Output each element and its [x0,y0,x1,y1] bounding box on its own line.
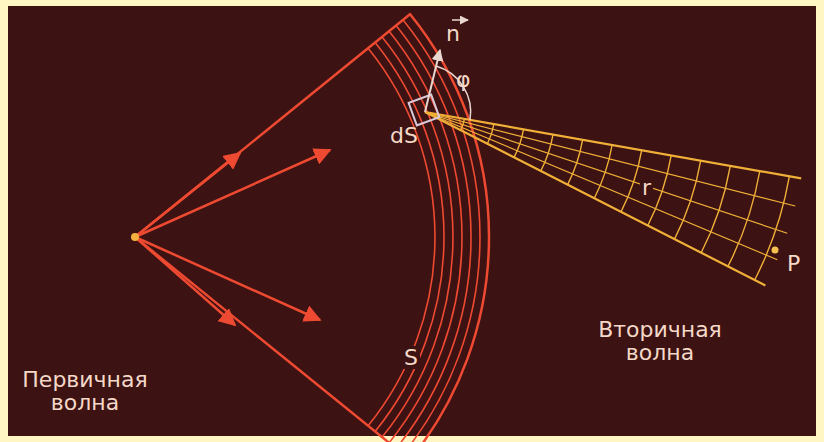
ray [135,153,240,237]
secondary-arc [541,135,553,171]
background-panel [8,6,816,436]
secondary-arc [487,124,494,144]
secondary-wave [425,112,801,285]
cone-line [425,112,795,206]
ray [135,237,235,325]
secondary-arc [675,161,701,240]
wavefront-arc [375,43,444,432]
normal-vector [425,50,440,112]
wavefront-arc [389,31,462,442]
secondary-arc [514,129,523,157]
wavefront-arc [382,37,453,437]
cone-edge [135,237,411,442]
surface-label: S [402,346,420,369]
point-source [131,233,139,241]
surface-element [409,95,440,126]
secondary-arc [621,150,642,212]
cone-line [425,112,765,285]
cone-line [425,112,777,260]
angle-label: φ [456,68,471,91]
primary-wave [135,14,489,442]
normal-label: n [446,22,460,45]
secondary-wave-label: Вторичная волна [590,318,730,364]
wavefront-arc [403,20,480,442]
ray [135,150,330,237]
element-label: dS [390,124,418,147]
secondary-arc [594,145,612,198]
angle-arc [436,66,471,120]
secondary-arc [728,171,760,266]
cone-edge [135,14,411,237]
cone-line [425,112,787,233]
secondary-arc [701,166,730,253]
observation-point [772,247,779,254]
ray [135,237,320,320]
secondary-arc [568,140,583,185]
cone-line [425,112,801,178]
distance-label: r [640,176,653,199]
point-label: P [785,252,802,275]
vector-sign [452,19,468,21]
wavefront-arc [410,14,489,442]
secondary-arc [461,119,465,130]
primary-wave-label: Первичная волна [20,368,150,414]
